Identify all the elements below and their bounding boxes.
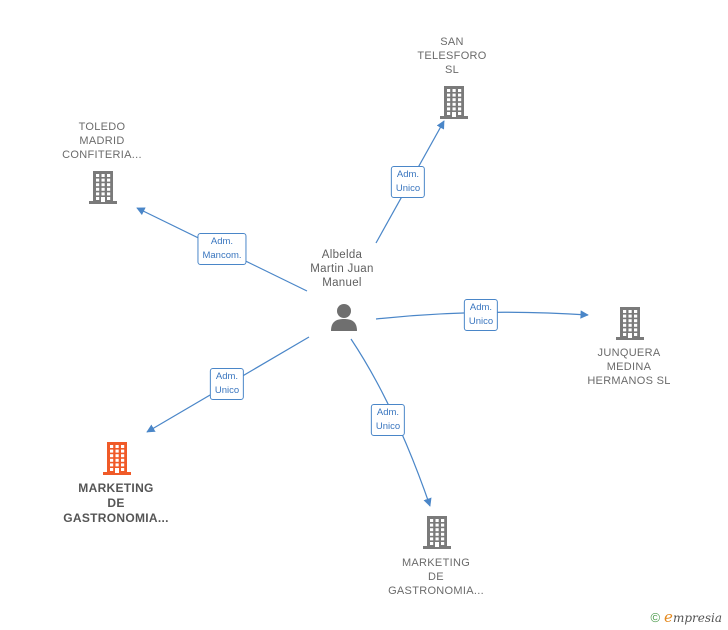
building-icon[interactable]	[87, 170, 119, 204]
company-label-junquera-medina[interactable]: JUNQUERA MEDINA HERMANOS SL	[587, 347, 671, 387]
company-label-marketing-bottom[interactable]: MARKETING DE GASTRONOMIA...	[388, 557, 484, 597]
footer-brand: © empresia	[650, 608, 722, 626]
relation-label-toledo-madrid: Adm. Mancom.	[197, 233, 247, 265]
person-icon[interactable]	[329, 302, 359, 332]
relation-label-junquera-medina: Adm. Unico	[463, 299, 499, 331]
building-icon[interactable]	[614, 306, 646, 340]
person-name[interactable]: Albelda Martin Juan Manuel	[310, 249, 374, 289]
building-icon[interactable]	[438, 85, 470, 119]
relation-label-marketing-left: Adm. Unico	[209, 368, 245, 400]
company-label-toledo-madrid[interactable]: TOLEDO MADRID CONFITERIA...	[62, 121, 142, 161]
relation-label-san-telesforo: Adm. Unico	[390, 166, 426, 198]
company-label-marketing-left[interactable]: MARKETING DE GASTRONOMIA...	[63, 481, 169, 525]
building-icon[interactable]	[421, 515, 453, 549]
brand-logo: empresia	[664, 608, 722, 626]
relation-label-marketing-bottom: Adm. Unico	[370, 404, 406, 436]
copyright-icon: ©	[650, 609, 661, 625]
company-label-san-telesforo[interactable]: SAN TELESFORO SL	[417, 36, 487, 76]
building-icon[interactable]	[101, 441, 133, 475]
